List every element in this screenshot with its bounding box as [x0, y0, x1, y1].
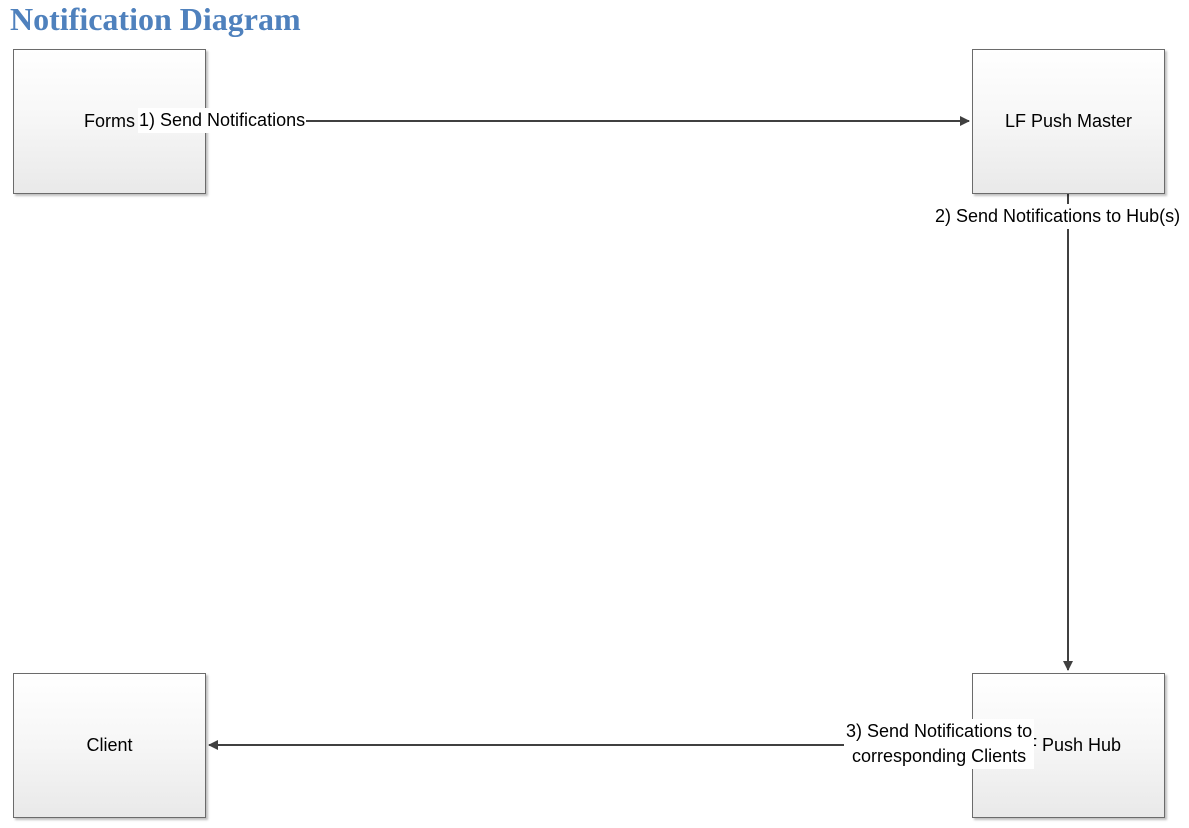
- push-hub-node-label: LF Push Hub: [1015, 735, 1122, 755]
- edge-label-step-2: 2) Send Notifications to Hub(s): [934, 204, 1182, 229]
- client-node-label: Client: [86, 735, 133, 755]
- edge-label-step-1: 1) Send Notifications: [138, 108, 307, 133]
- forms-node-label: Forms: [84, 111, 135, 131]
- push-master-node[interactable]: LF Push Master: [972, 49, 1165, 194]
- edge-label-step-3: 3) Send Notifications to corresponding C…: [844, 719, 1035, 769]
- edge-label-step-3-line-2: corresponding Clients: [852, 746, 1027, 766]
- edge-label-step-3-line-1: 3) Send Notifications to: [846, 721, 1033, 741]
- push-hub-node[interactable]: LF Push Hub: [972, 673, 1165, 818]
- diagram-title: Notification Diagram: [10, 1, 301, 37]
- client-node[interactable]: Client: [13, 673, 206, 818]
- push-master-node-label: LF Push Master: [1004, 111, 1133, 131]
